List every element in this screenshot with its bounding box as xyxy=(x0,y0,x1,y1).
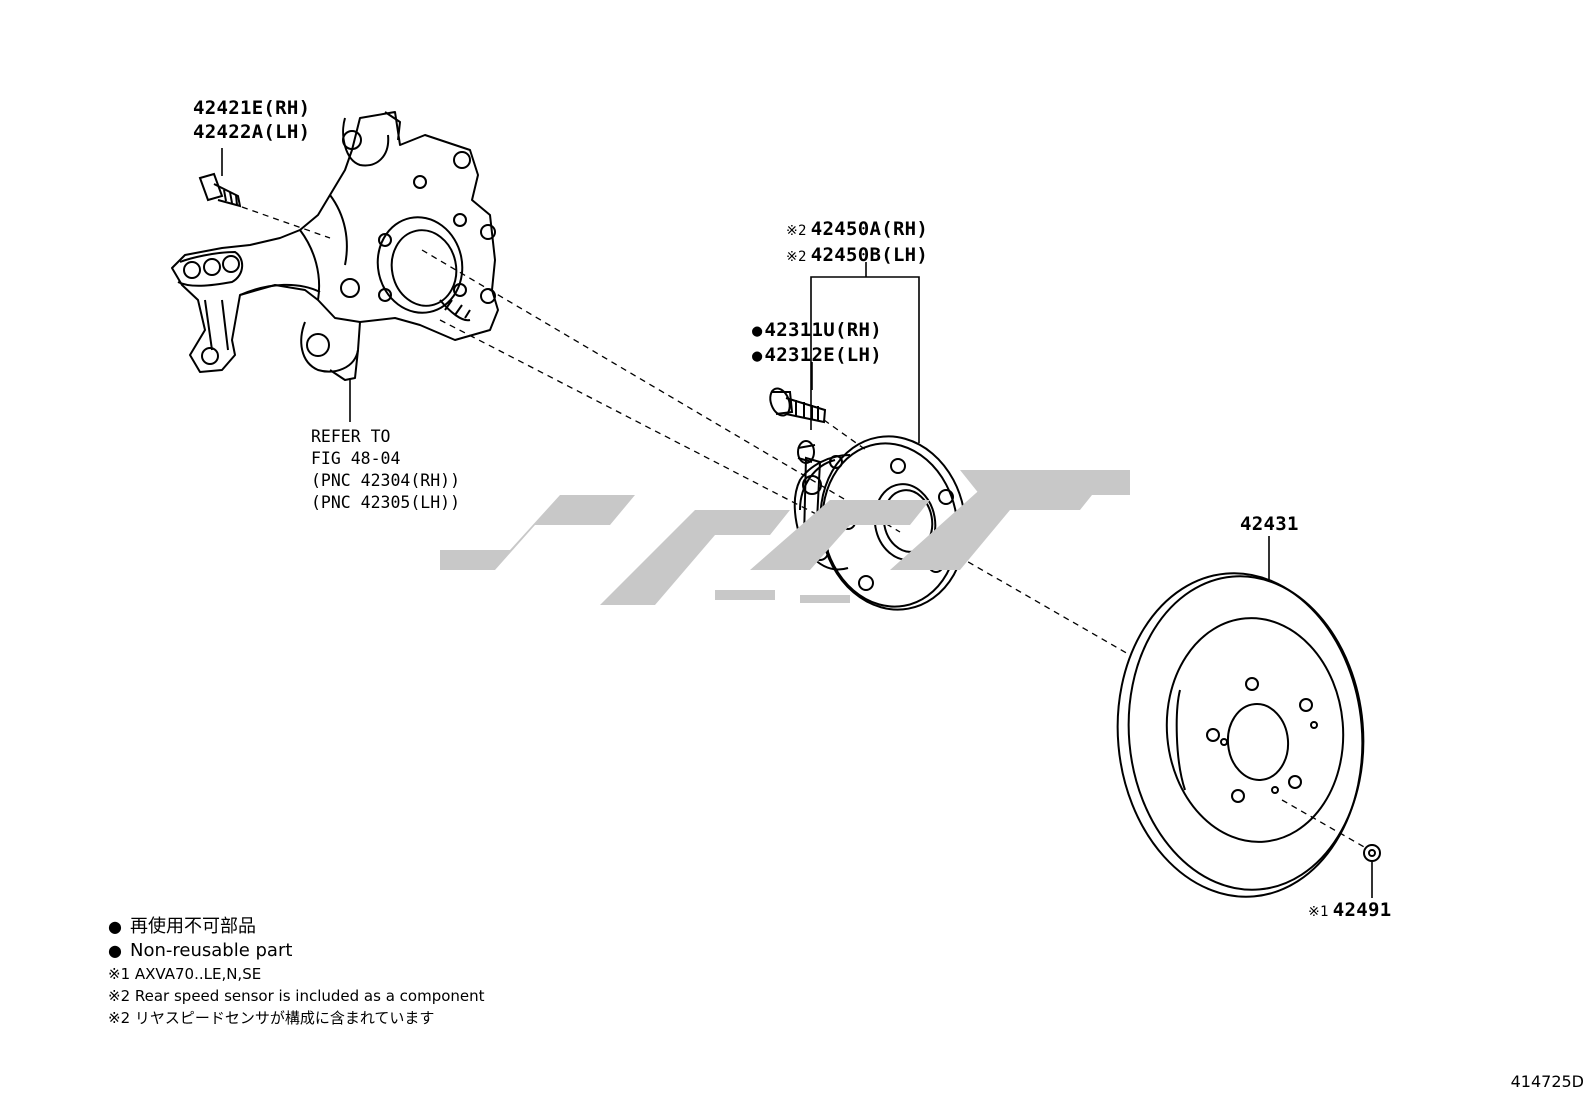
note-mark-2: ※2 xyxy=(786,249,807,265)
note-mark-2: ※2 xyxy=(786,223,807,239)
legend-nonreusable-en: ●Non-reusable part xyxy=(108,940,293,961)
legend-note-2-en: ※2 Rear speed sensor is included as a co… xyxy=(108,987,485,1005)
set-screw-drawing xyxy=(1363,844,1381,862)
legend: ●再使用不可部品 ●Non-reusable part ※1 AXVA70..L… xyxy=(108,915,485,1029)
label-brake-disc: 42431 xyxy=(1240,513,1299,535)
refer-note-line4: (PNC 42305(LH)) xyxy=(311,493,461,512)
label-knuckle-bolt-lh: 42422A(LH) xyxy=(193,121,311,143)
label-hub-assembly-rh: 42450A(RH) xyxy=(810,218,929,240)
brake-disc-drawing xyxy=(1116,572,1365,898)
legend-note-1: ※1 AXVA70..LE,N,SE xyxy=(108,965,262,983)
label-hub-bolt-lh: 42312E(LH) xyxy=(764,344,882,366)
refer-note: REFER TO FIG 48-04 (PNC 42304(RH)) (PNC … xyxy=(311,426,460,514)
hub-bolt-drawing xyxy=(769,387,827,424)
leader-lines xyxy=(221,148,1373,898)
refer-note-line1: REFER TO xyxy=(311,427,391,446)
refer-note-line3: (PNC 42304(RH)) xyxy=(311,471,461,490)
label-set-screw-part: 42491 xyxy=(1332,899,1392,921)
refer-note-line2: FIG 48-04 xyxy=(311,449,401,468)
knuckle-drawing xyxy=(171,111,499,381)
knuckle-bolt-drawing xyxy=(198,172,242,208)
figure-number: 414725D xyxy=(1510,1072,1584,1091)
watermark-logo xyxy=(440,470,1130,605)
label-hub-bolt: ●42311U(RH) ●42312E(LH) xyxy=(752,318,882,368)
label-hub-assembly-lh: 42450B(LH) xyxy=(810,244,929,266)
label-knuckle-bolt-rh: 42421E(RH) xyxy=(193,97,311,119)
nonreusable-dot-icon: ● xyxy=(752,346,763,366)
label-hub-bolt-rh: 42311U(RH) xyxy=(764,319,882,341)
nonreusable-dot-icon: ● xyxy=(108,917,122,936)
nonreusable-dot-icon: ● xyxy=(752,321,763,341)
label-knuckle-bolt: 42421E(RH) 42422A(LH) xyxy=(193,96,310,144)
nonreusable-dot-icon: ● xyxy=(108,941,122,960)
legend-note-2-ja: ※2 リヤスピードセンサが構成に含まれています xyxy=(108,1009,435,1027)
legend-nonreusable-ja: ●再使用不可部品 xyxy=(108,916,256,937)
note-mark-1: ※1 xyxy=(1308,904,1329,920)
